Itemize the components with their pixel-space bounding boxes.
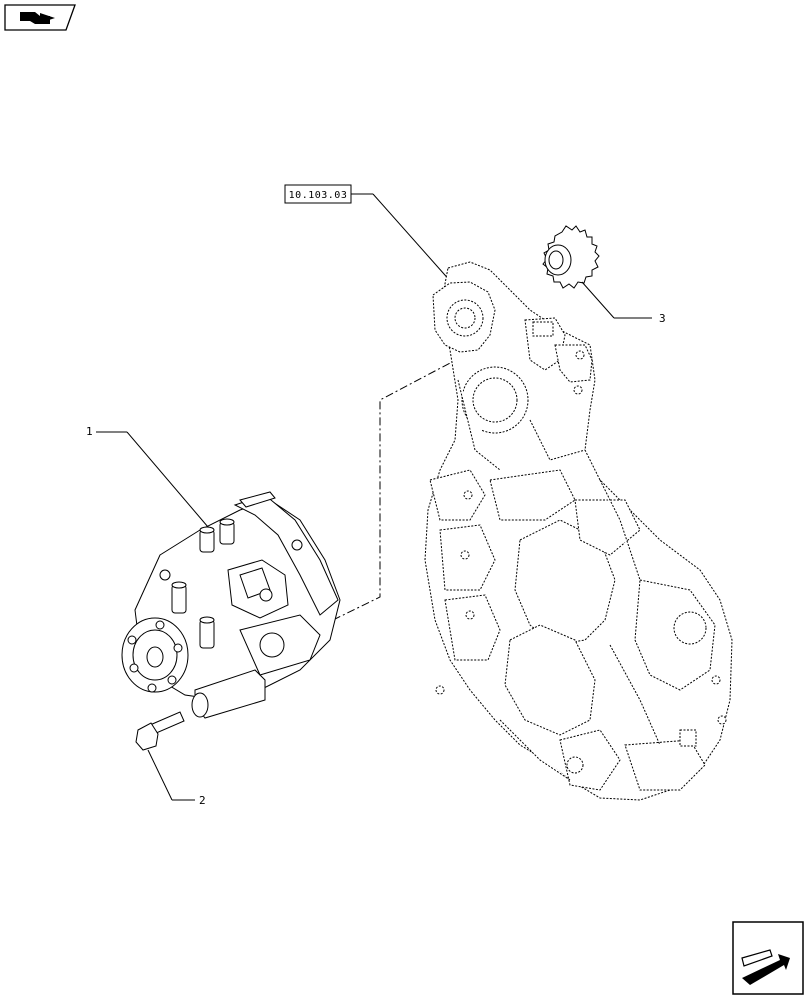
engine-housing [424,261,733,801]
reference-box[interactable]: 10.103.03 [284,184,352,204]
callout-leader-1 [126,431,209,528]
book-arrow-icon[interactable] [4,4,76,31]
callout-label-1: 1 [86,425,93,438]
callout-label-3: 3 [659,312,666,325]
high-pressure-pump [121,491,341,719]
alignment-line [332,361,453,621]
reference-label: 10.103.03 [289,190,348,201]
reference-leader [372,193,453,284]
gear [542,225,600,289]
callout-label-2: 2 [199,794,206,807]
callout-leader-2 [147,749,173,801]
callout-leader-3 [581,281,615,319]
next-page-arrow-icon[interactable] [732,921,804,995]
bolt [135,711,185,751]
